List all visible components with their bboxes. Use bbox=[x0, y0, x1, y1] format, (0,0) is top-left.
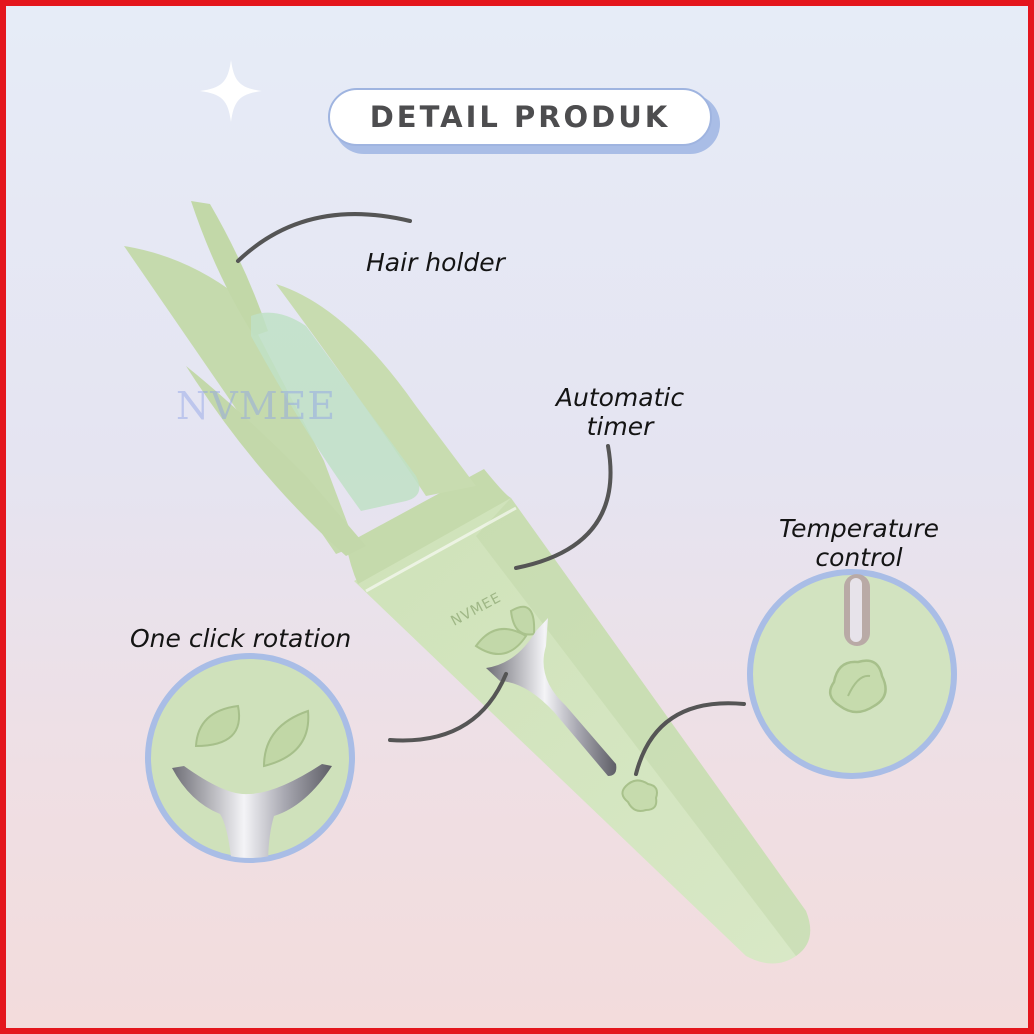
zoom-temperature-detail bbox=[747, 569, 957, 779]
connector-temperature-control bbox=[634, 701, 746, 776]
hair-holder-prong-2 bbox=[191, 201, 268, 336]
label-temperature-control-line1: Temperature bbox=[778, 514, 940, 543]
leaf-icon bbox=[509, 605, 536, 636]
leaf-icon bbox=[474, 627, 528, 655]
title-badge: DETAIL PRODUK bbox=[328, 88, 720, 154]
label-hair-holder: Hair holder bbox=[366, 248, 505, 277]
product-illustration: NVMEE bbox=[124, 201, 957, 964]
connector-one-click-rotation bbox=[388, 672, 508, 743]
label-automatic-timer-line2: timer bbox=[586, 412, 654, 441]
hair-holder-prong-3 bbox=[276, 284, 476, 496]
label-temperature-control: Temperature control bbox=[766, 514, 952, 572]
label-temperature-control-line2: control bbox=[815, 543, 903, 572]
device-handle-shade bbox=[476, 498, 811, 956]
brand-watermark: NVMEE bbox=[176, 384, 337, 428]
inner-barrel bbox=[251, 312, 420, 511]
label-automatic-timer: Automatic timer bbox=[546, 383, 694, 441]
page-title: DETAIL PRODUK bbox=[328, 88, 712, 146]
device-neck bbox=[346, 469, 511, 584]
connector-automatic-timer bbox=[514, 444, 613, 570]
label-automatic-timer-line1: Automatic bbox=[555, 383, 685, 412]
connector-hair-holder bbox=[236, 212, 412, 263]
device-collar bbox=[365, 506, 517, 593]
zoom-rotation-detail bbox=[145, 653, 355, 863]
label-one-click-rotation: One click rotation bbox=[130, 624, 352, 653]
rotation-control bbox=[486, 618, 617, 776]
sparkle-icon bbox=[200, 60, 262, 122]
leaf-button-icon bbox=[621, 779, 658, 812]
hair-holder-prong-4 bbox=[186, 366, 366, 556]
